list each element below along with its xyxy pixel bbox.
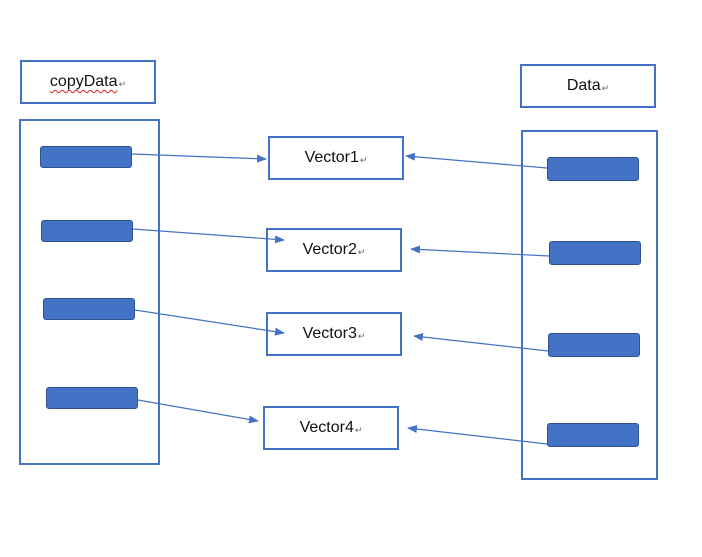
vector-paragraph-mark-4: ↵ bbox=[354, 424, 363, 435]
vector-label-1: Vector1 bbox=[304, 149, 359, 166]
data-element-2 bbox=[549, 241, 641, 265]
copydata-element-2 bbox=[41, 220, 133, 242]
copydata-element-1 bbox=[40, 146, 132, 168]
vector-paragraph-mark-1: ↵ bbox=[359, 154, 368, 165]
data-container bbox=[521, 130, 658, 480]
data-paragraph-mark: ↵ bbox=[601, 82, 610, 93]
copydata-header: copyData↵ bbox=[20, 60, 156, 104]
vector-box-2: Vector2↵ bbox=[266, 228, 402, 272]
copydata-container bbox=[19, 119, 160, 465]
data-element-3 bbox=[548, 333, 640, 357]
data-label: Data bbox=[566, 77, 601, 94]
vector-box-4: Vector4↵ bbox=[263, 406, 399, 450]
vector-paragraph-mark-3: ↵ bbox=[357, 330, 366, 341]
data-element-4 bbox=[547, 423, 639, 447]
vector-label-4: Vector4 bbox=[299, 419, 354, 436]
copydata-element-3 bbox=[43, 298, 135, 320]
vector-label-2: Vector2 bbox=[302, 241, 357, 258]
copydata-label: copyData bbox=[49, 73, 118, 90]
copydata-element-4 bbox=[46, 387, 138, 409]
vector-box-1: Vector1↵ bbox=[268, 136, 404, 180]
copydata-paragraph-mark: ↵ bbox=[118, 78, 127, 89]
vector-box-3: Vector3↵ bbox=[266, 312, 402, 356]
vector-label-3: Vector3 bbox=[302, 325, 357, 342]
data-header: Data↵ bbox=[520, 64, 656, 108]
data-element-1 bbox=[547, 157, 639, 181]
vector-paragraph-mark-2: ↵ bbox=[357, 246, 366, 257]
